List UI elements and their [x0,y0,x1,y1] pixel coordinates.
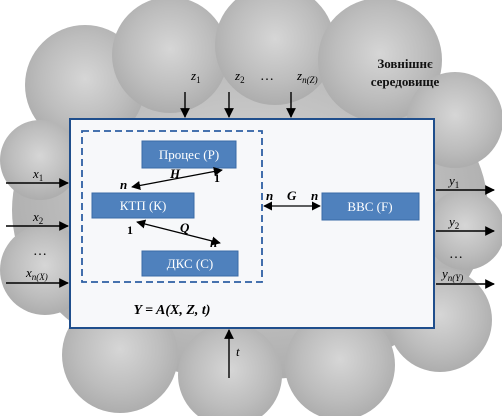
process-block-label: Процес (Р) [159,147,219,162]
vvs-block [321,192,420,221]
g-link-label: G [287,188,297,203]
process-block [141,140,237,169]
xn-label: xn(X) [25,265,48,282]
system-formula: Y = A(X, Z, t) [134,303,211,318]
y-dots: … [449,247,463,262]
vvs-block-label: ВВС (F) [347,199,392,214]
environment-label-line1: Зовнішнє [377,56,433,71]
x2-label: x2 [32,209,43,226]
g-link-n-right: n [311,188,318,203]
h-link-n: n [120,177,127,192]
dks-block [141,250,239,277]
environment-label-line2: середовище [371,74,440,89]
system-panel [69,118,435,329]
zn-label: zn(Z) [296,68,318,85]
z1-label: z1 [190,68,201,85]
y2-label: y2 [447,214,459,231]
y-outputs: y1 y2 … yn(Y) [436,173,495,289]
ktp-block-label: КТП (К) [120,198,167,213]
control-subsystem-boundary [81,130,263,283]
q-link-1: 1 [127,223,133,237]
h-link-arrow [131,167,223,190]
z2-label: z2 [234,68,245,85]
x1-label: x1 [32,166,43,183]
z-inputs: z1 z2 … zn(Z) [180,68,318,118]
q-link-label: Q [180,220,190,235]
dks-block-label: ДКС (С) [167,256,213,271]
y1-label: y1 [447,173,459,190]
q-link-n: n [210,235,217,250]
g-link-n-left: n [266,188,273,203]
x-inputs: x1 x2 … xn(X) [6,166,69,288]
z-dots: … [260,69,274,84]
time-label: t [236,344,240,359]
h-link-label: H [169,166,181,181]
q-link-arrow [136,219,221,246]
h-link-1: 1 [214,171,220,185]
x-dots: … [33,244,47,259]
ktp-block [91,192,195,219]
yn-label: yn(Y) [440,266,463,283]
